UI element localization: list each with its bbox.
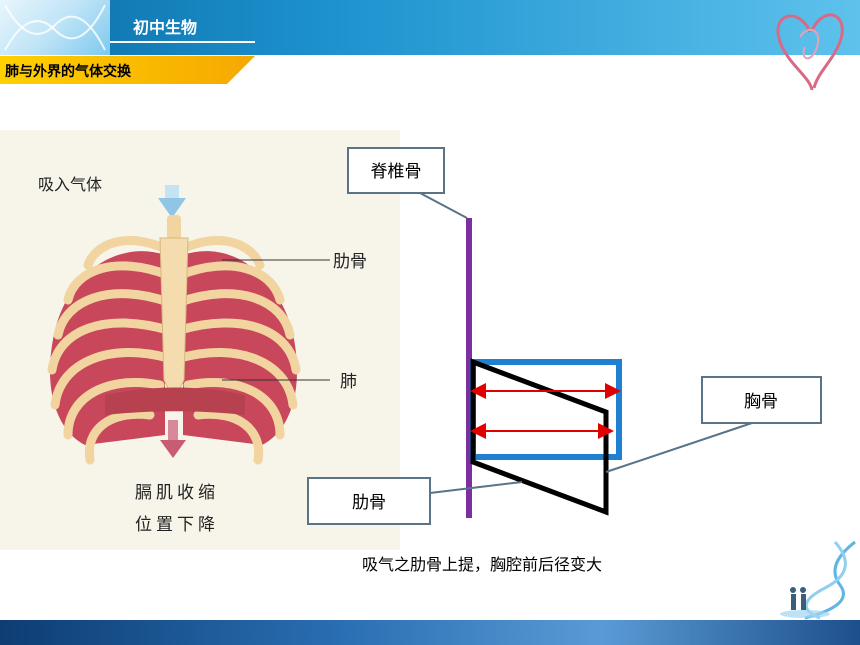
- dna-decoration-left: [0, 0, 110, 55]
- label-inhale: 吸入气体: [38, 175, 102, 194]
- diagram-caption: 吸气之肋骨上提，胸腔前后径变大: [362, 555, 603, 574]
- label-diaphragm-line1: 膈肌收缩: [135, 483, 219, 503]
- dna-people-decoration: [765, 540, 860, 624]
- course-title: 初中生物: [133, 18, 198, 37]
- callout-sternum: 胸骨: [605, 376, 822, 473]
- callout-rib: 肋骨: [307, 477, 523, 525]
- inhale-arrow-icon: [158, 185, 186, 218]
- rib-parallelogram: [470, 358, 609, 516]
- schematic-diagram: 脊椎骨 胸骨 肋骨: [307, 147, 822, 525]
- label-diaphragm-line2: 位置下降: [135, 515, 219, 535]
- label-lung: 肺: [340, 372, 357, 392]
- footer-bar: [0, 620, 860, 645]
- header-bar: [0, 0, 860, 55]
- heart-logo: [770, 2, 850, 96]
- diaphragm-down-arrow-icon: [160, 420, 186, 458]
- label-rib-diagram: 肋骨: [352, 493, 386, 513]
- label-sternum: 胸骨: [744, 392, 778, 412]
- callout-spine: 脊椎骨: [347, 147, 468, 219]
- course-underline: [110, 41, 255, 43]
- label-spine: 脊椎骨: [371, 162, 422, 182]
- label-rib-illustration: 肋骨: [333, 252, 367, 272]
- topic-bar: [0, 56, 255, 84]
- topic-title: 肺与外界的气体交换: [5, 64, 131, 80]
